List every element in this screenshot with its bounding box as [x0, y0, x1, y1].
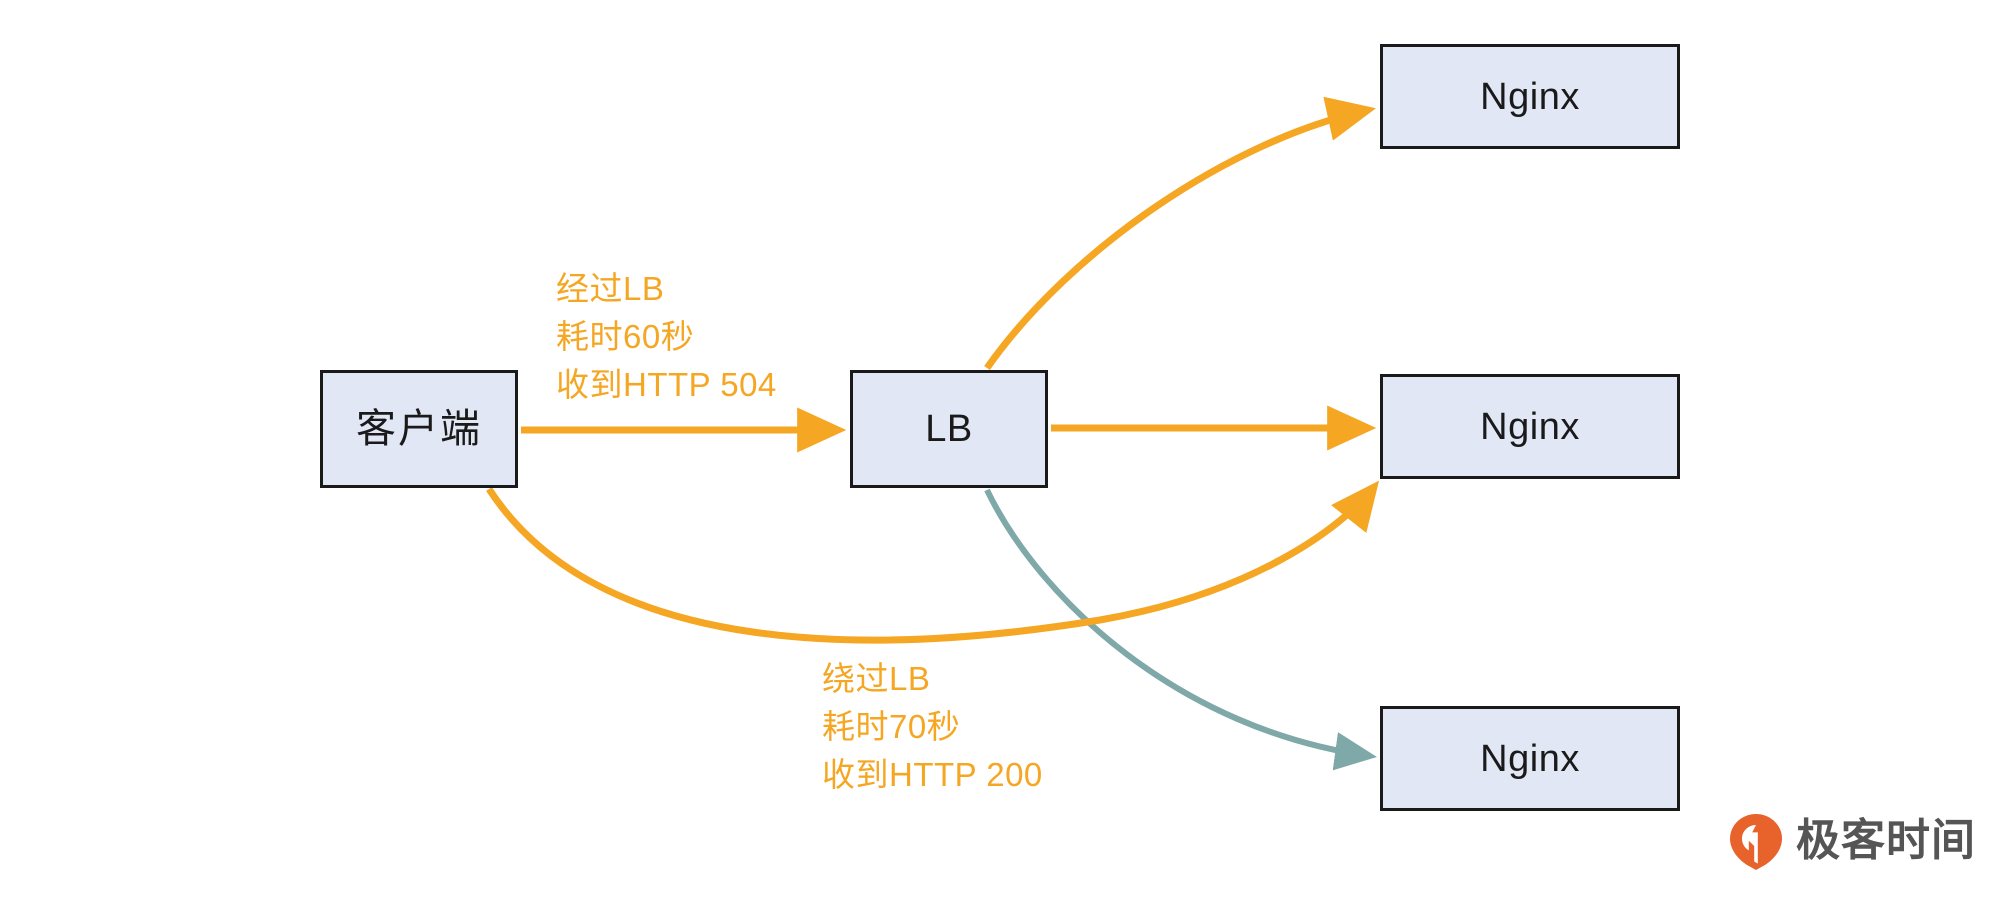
edge-label-bypass-lb-line1: 绕过LB — [822, 660, 931, 697]
edge-label-through-lb-line3: 收到HTTP 504 — [556, 365, 777, 403]
geektime-logo-icon — [1730, 814, 1782, 870]
node-nginx-middle[interactable]: Nginx — [1380, 374, 1680, 479]
edge-label-bypass-lb-line3: 收到HTTP 200 — [822, 755, 1043, 793]
node-nginx-middle-label: Nginx — [1480, 405, 1580, 448]
edge-client-to-nginx-middle — [486, 480, 1380, 644]
brand-name: 极客时间 — [1796, 816, 1976, 865]
edge-label-bypass-lb: 绕过LB 耗时70秒 收到HTTP 200 — [822, 655, 1043, 799]
edge-label-through-lb-line1: 经过LB — [556, 270, 665, 307]
node-nginx-top[interactable]: Nginx — [1380, 44, 1680, 149]
node-nginx-bottom-label: Nginx — [1480, 737, 1580, 780]
edge-lb-to-nginx-top — [984, 96, 1376, 371]
node-lb-label: LB — [925, 408, 973, 450]
edge-label-through-lb-line2: 耗时60秒 — [556, 317, 695, 355]
edge-label-through-lb: 经过LB 耗时60秒 收到HTTP 504 — [556, 265, 777, 409]
node-client-label: 客户端 — [356, 407, 482, 451]
brand-logo: 极客时间 — [1728, 812, 1976, 870]
node-nginx-bottom[interactable]: Nginx — [1380, 706, 1680, 811]
edge-lb-to-nginx-bottom — [984, 488, 1377, 771]
node-client[interactable]: 客户端 — [320, 370, 518, 488]
edge-label-bypass-lb-line2: 耗时70秒 — [822, 707, 961, 745]
node-lb[interactable]: LB — [850, 370, 1048, 488]
node-nginx-top-label: Nginx — [1480, 75, 1580, 118]
